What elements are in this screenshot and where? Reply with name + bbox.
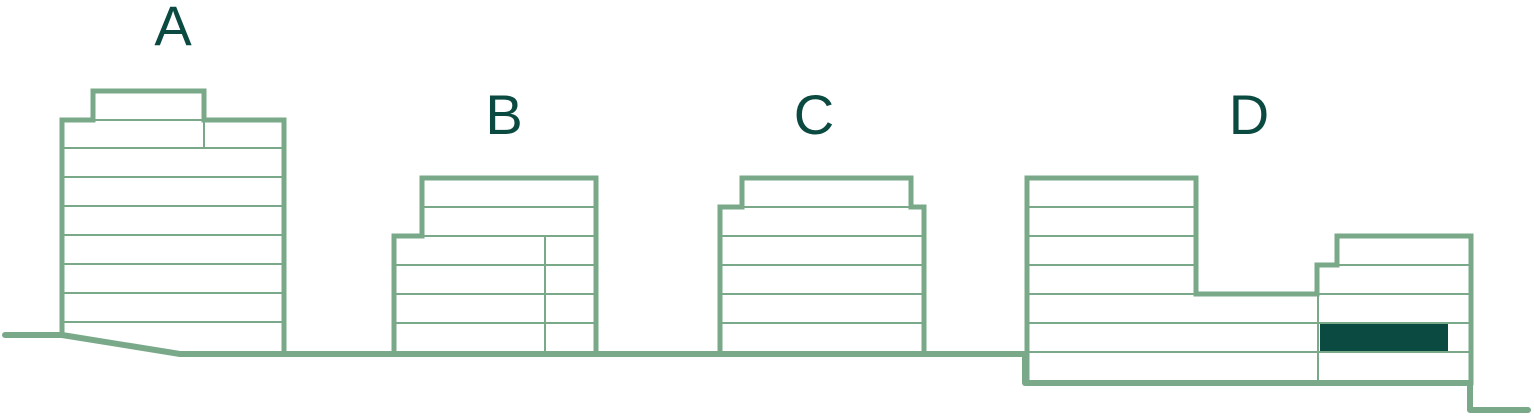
building-a-label: A bbox=[154, 0, 192, 57]
building-c-label: C bbox=[794, 83, 834, 146]
building-b: B bbox=[391, 83, 599, 355]
building-a: A bbox=[59, 0, 287, 355]
building-b-label: B bbox=[485, 83, 522, 146]
building-d-outline bbox=[1024, 175, 1474, 386]
building-d: D bbox=[1024, 83, 1474, 386]
building-d-label: D bbox=[1229, 83, 1269, 146]
building-a-outline bbox=[59, 88, 287, 355]
building-d-highlighted-unit bbox=[1320, 324, 1448, 351]
ground-line bbox=[2, 332, 1531, 413]
building-c: C bbox=[717, 83, 927, 355]
